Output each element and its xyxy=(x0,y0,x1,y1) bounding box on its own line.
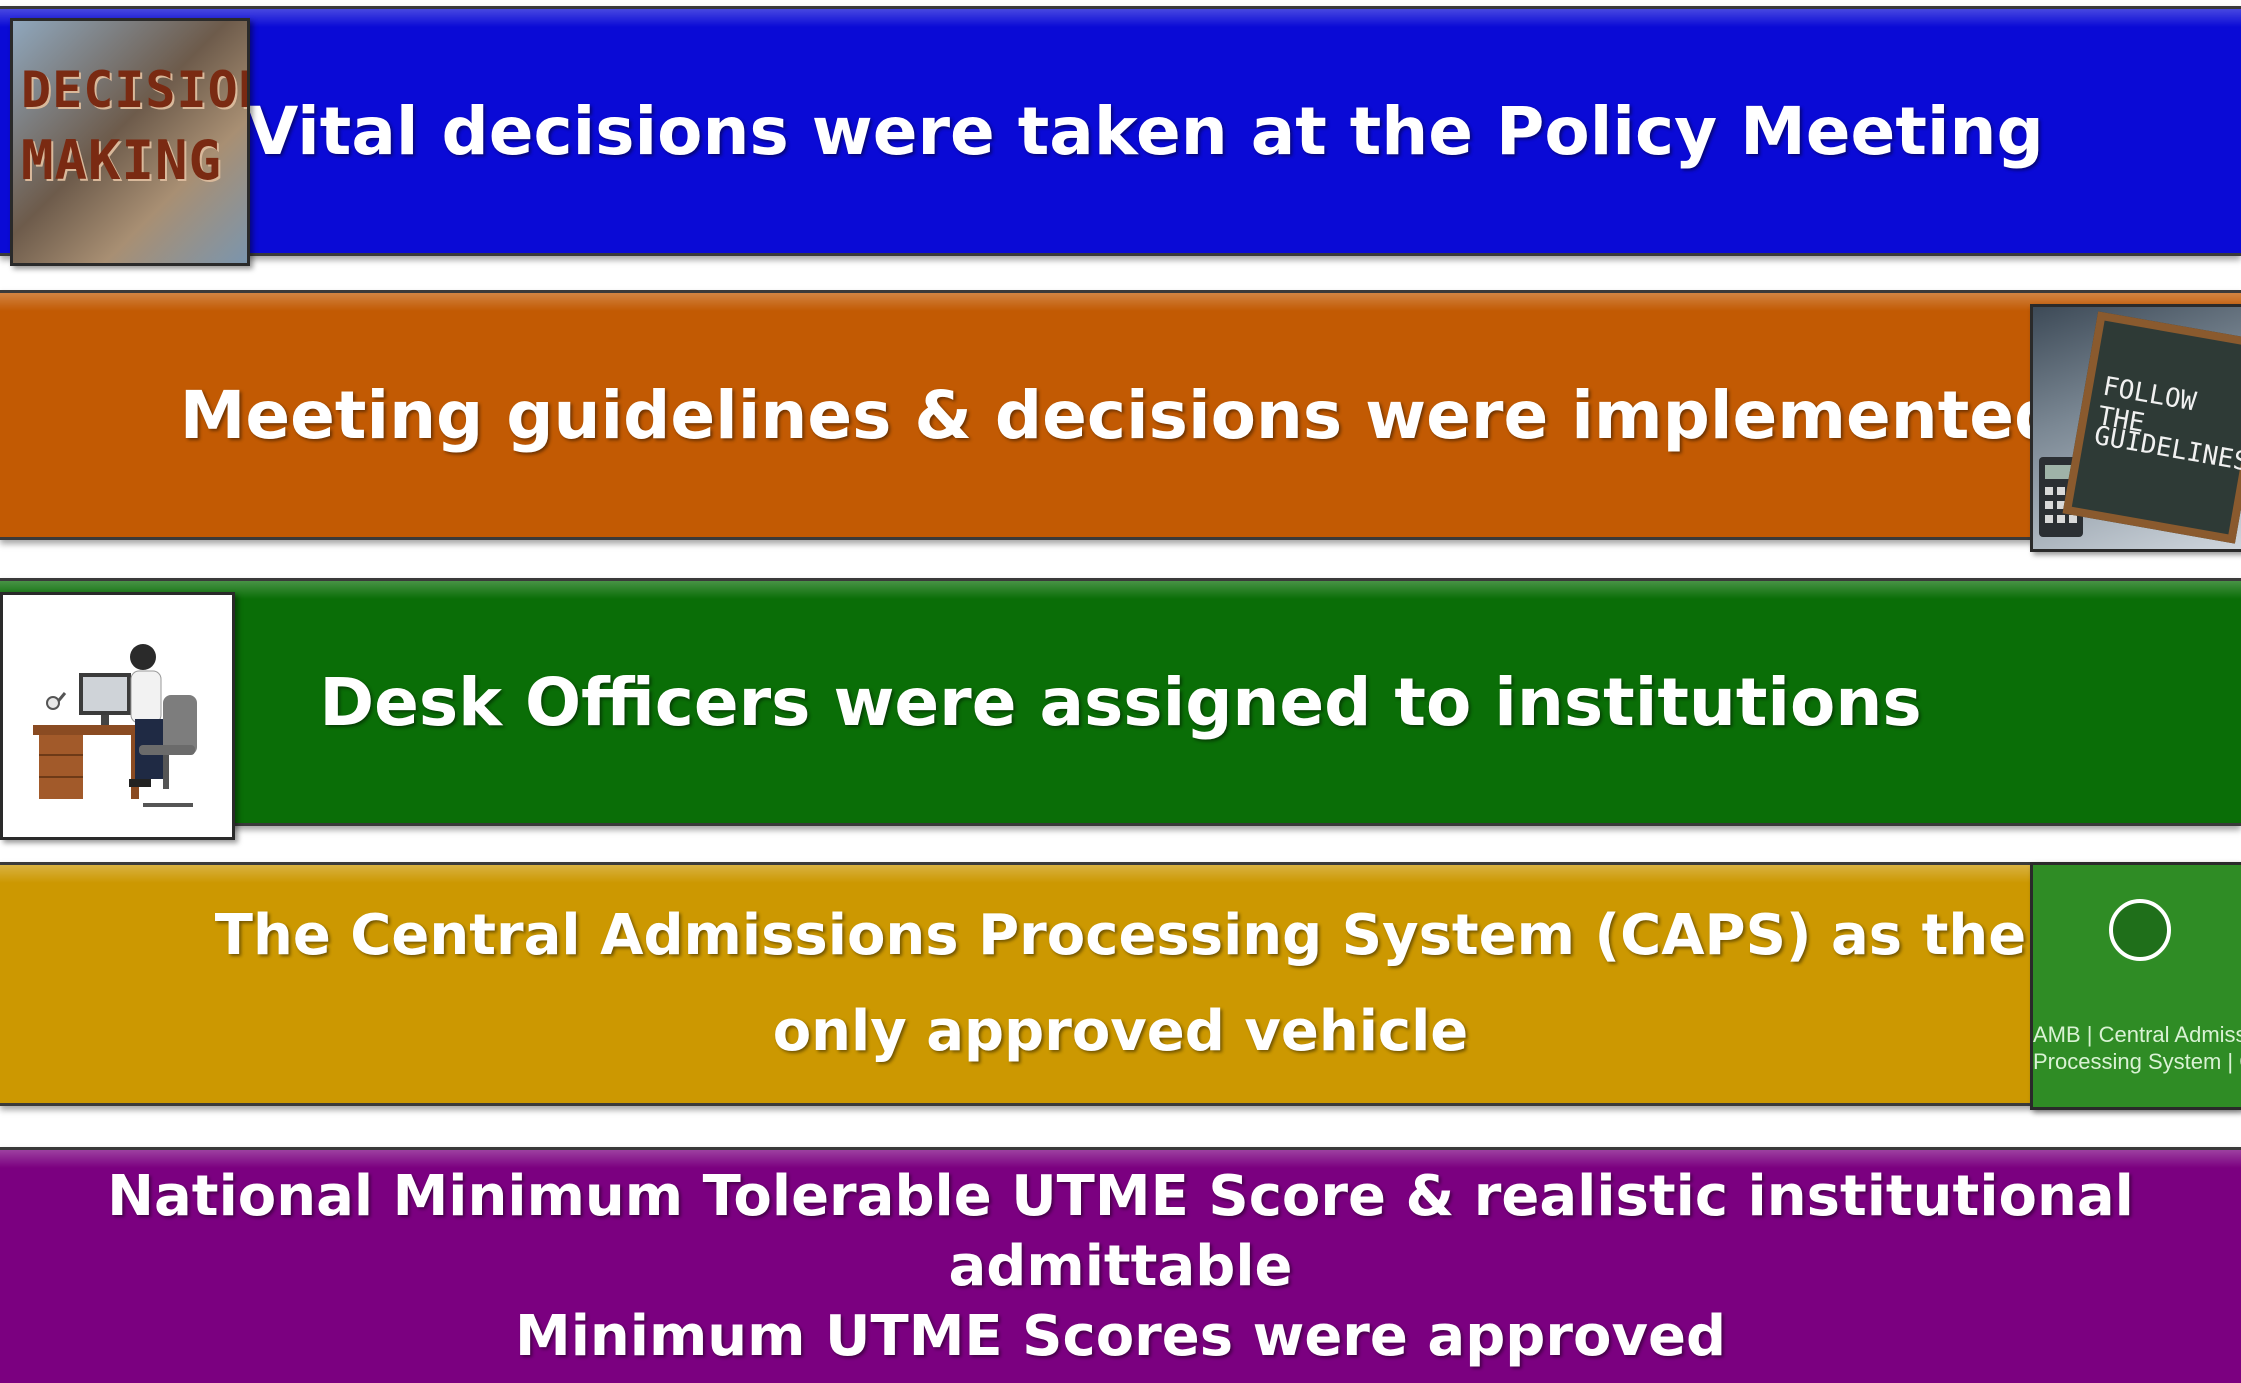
caps-band-text: The Central Admissions Processing System… xyxy=(214,903,2027,1064)
decision-band-text: Vital decisions were taken at the Policy… xyxy=(247,92,2044,170)
decision-band: Vital decisions were taken at the Policy… xyxy=(0,6,2241,256)
guidelines-band-text: Meeting guidelines & decisions were impl… xyxy=(179,376,2062,454)
follow-guidelines-image: FOLLOW THE GUIDELINES xyxy=(2030,304,2241,552)
caps-band: The Central Admissions Processing System… xyxy=(0,862,2241,1106)
desk-officers-band-text: Desk Officers were assigned to instituti… xyxy=(319,663,1922,741)
guidelines-band: Meeting guidelines & decisions were impl… xyxy=(0,290,2241,540)
desk-officer-image xyxy=(0,592,235,840)
desk-officers-band: Desk Officers were assigned to instituti… xyxy=(0,578,2241,826)
caps-caption-line-1: AMB | Central Admissi xyxy=(2033,1022,2241,1047)
caps-logo-image: AMB | Central Admissi Processing System … xyxy=(2030,862,2241,1110)
desk-worker-icon xyxy=(33,644,197,807)
making-word: MAKING xyxy=(21,129,223,192)
decision-word: DECISION xyxy=(21,61,250,119)
jamb-seal-icon xyxy=(2109,899,2171,961)
utme-score-band-text: National Minimum Tolerable UTME Score & … xyxy=(107,1163,2134,1369)
decision-making-image: DECISION MAKING xyxy=(10,18,250,266)
utme-score-band: National Minimum Tolerable UTME Score & … xyxy=(0,1147,2241,1383)
caps-caption-line-2: Processing System | CA xyxy=(2033,1049,2241,1074)
caps-caption: AMB | Central Admissi Processing System … xyxy=(2033,1021,2241,1075)
